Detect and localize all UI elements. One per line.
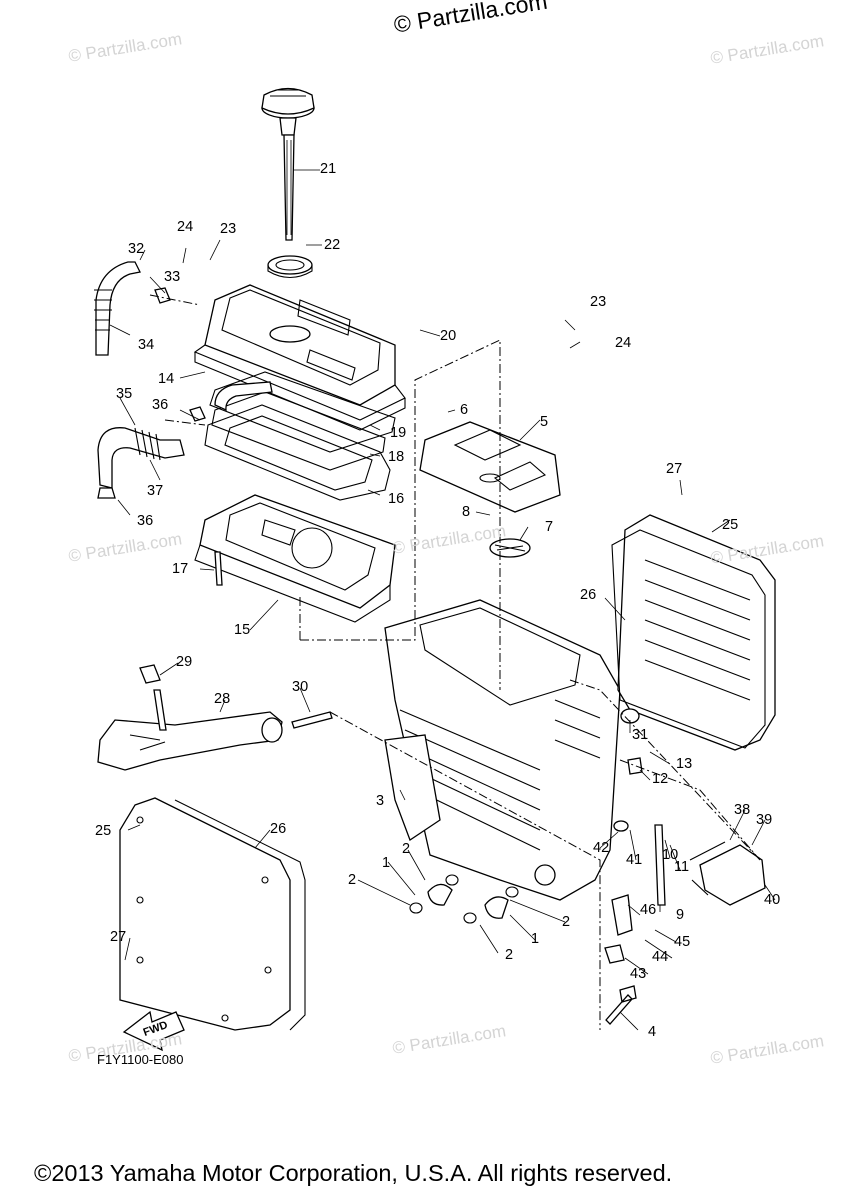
part-number-label: 7: [545, 519, 554, 535]
oil-seal-22-drawing: [267, 255, 313, 279]
part-number-label: 27: [110, 929, 127, 945]
part-number-label: 36: [152, 397, 169, 413]
part-number-label: 1: [382, 855, 391, 871]
part-number-label: 16: [388, 491, 405, 507]
part-number-label: 30: [292, 679, 309, 695]
oil-pan-drawing: [194, 494, 396, 623]
part-number-label: 15: [234, 622, 251, 638]
part-number-label: 2: [348, 872, 357, 888]
part-number-label: 37: [147, 483, 164, 499]
part-number-label: 19: [390, 425, 407, 441]
part-number-label: 3: [376, 793, 385, 809]
part-number-label: 26: [270, 821, 287, 837]
part-number-label: 46: [640, 902, 657, 918]
bracket-and-bolt-drawings: [97, 551, 637, 1025]
diagram-code: F1Y1100-E080: [97, 1052, 184, 1067]
part-number-label: 41: [626, 852, 643, 868]
part-number-label: 35: [116, 386, 133, 402]
part-number-label: 23: [590, 294, 607, 310]
callout-leader-lines: [109, 169, 776, 1031]
part-number-label: 44: [652, 949, 669, 965]
part-number-label: 17: [172, 561, 189, 577]
part-number-label: 34: [138, 337, 155, 353]
part-number-label: 40: [764, 892, 781, 908]
part-number-label: 29: [176, 654, 193, 670]
side-cover-drawings: [119, 514, 776, 1031]
part-number-label: 5: [540, 414, 549, 430]
part-number-label: 2: [505, 947, 514, 963]
head-cover-drawing: [193, 284, 406, 431]
part-number-label: 20: [440, 328, 457, 344]
part-number-label: 31: [632, 727, 649, 743]
part-number-label: 6: [460, 402, 469, 418]
part-number-label: 43: [630, 966, 647, 982]
part-number-label: 25: [722, 517, 739, 533]
part-number-label: 11: [674, 859, 690, 875]
part-number-label: 21: [320, 161, 337, 177]
cylinder-block-drawing: [384, 599, 621, 901]
part-number-label: 26: [580, 587, 597, 603]
part-number-label: 27: [666, 461, 683, 477]
part-number-label: 25: [95, 823, 112, 839]
part-number-label: 18: [388, 449, 405, 465]
part-number-label: 24: [177, 219, 194, 235]
part-number-label: 2: [562, 914, 571, 930]
part-number-label: 42: [593, 840, 610, 856]
part-number-label: 33: [164, 269, 181, 285]
valve-plate-drawings: [419, 421, 561, 558]
part-number-label: 8: [462, 504, 471, 520]
part-number-label: 36: [137, 513, 154, 529]
part-number-label: 2: [402, 841, 411, 857]
part-number-label: 22: [324, 237, 341, 253]
part-number-label: 13: [676, 756, 693, 772]
small-parts-drawings: [409, 708, 766, 964]
part-number-label: 28: [214, 691, 231, 707]
part-number-label: 24: [615, 335, 632, 351]
part-number-label: 32: [128, 241, 145, 257]
fwd-arrow: [122, 1010, 185, 1052]
part-number-label: 1: [531, 931, 540, 947]
part-number-label: 9: [676, 907, 685, 923]
part-number-label: 4: [648, 1024, 657, 1040]
part-number-label: 14: [158, 371, 175, 387]
breather-hose-drawings: [94, 261, 273, 499]
oil-filler-cap-drawing: [261, 87, 315, 241]
part-number-label: 23: [220, 221, 237, 237]
part-number-label: 45: [674, 934, 691, 950]
part-number-label: 12: [652, 771, 669, 787]
part-number-label: 38: [734, 802, 751, 818]
assembly-reference-lines: [149, 294, 761, 1030]
part-number-label: 10: [662, 847, 679, 863]
part-number-label: 39: [756, 812, 773, 828]
copyright-notice: ©2013 Yamaha Motor Corporation, U.S.A. A…: [34, 1160, 673, 1186]
